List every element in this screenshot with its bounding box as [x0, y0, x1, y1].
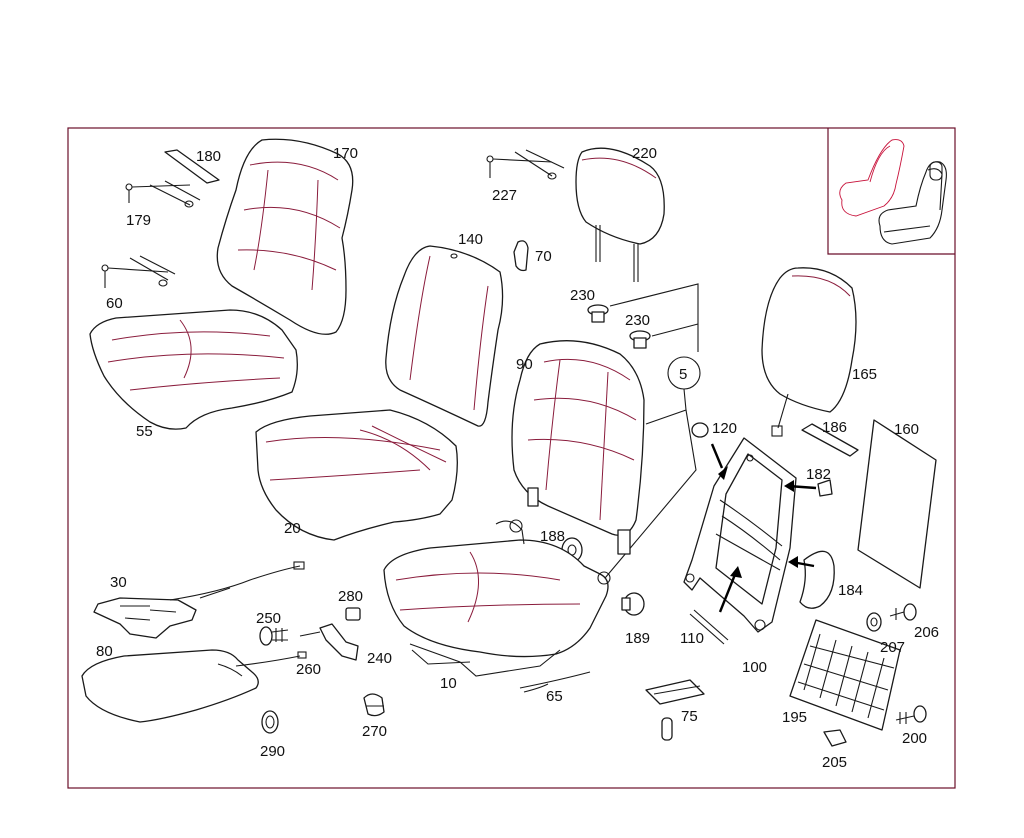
callout-182: 182 [806, 466, 831, 483]
callout-230-lower: 230 [625, 312, 650, 329]
seat-cushion-cover-55 [89, 309, 298, 430]
callout-60: 60 [106, 295, 123, 312]
cable-260 [235, 651, 307, 667]
screw-206 [889, 603, 917, 621]
callout-184: 184 [838, 582, 863, 599]
clamp-270 [363, 693, 385, 717]
clip-182 [817, 479, 833, 497]
cover-184 [799, 550, 835, 609]
callout-90: 90 [516, 356, 533, 373]
callout-180: 180 [196, 148, 221, 165]
inset-seat-thumbnail [827, 128, 955, 255]
callout-290: 290 [260, 743, 285, 760]
assembly-arrows [710, 443, 817, 613]
callout-220: 220 [632, 145, 657, 162]
callout-110: 110 [680, 630, 704, 647]
headrest-220 [575, 147, 665, 282]
back-panel-160 [857, 419, 937, 589]
screw-200 [895, 705, 927, 724]
pivot-bolt-189 [621, 592, 645, 616]
callout-10: 10 [440, 675, 457, 692]
backrest-assembly-90 [511, 340, 645, 555]
callout-5: 5 [679, 366, 687, 383]
callout-165: 165 [852, 366, 877, 383]
diagram-frame [67, 127, 956, 789]
callout-270: 270 [362, 723, 387, 740]
seat-heater-cable-30 [93, 561, 305, 639]
cable-65 [519, 671, 591, 693]
callout-80: 80 [96, 643, 113, 660]
seat-foam-20 [255, 409, 458, 541]
trim-strip-180 [164, 149, 220, 184]
callout-70: 70 [535, 248, 552, 265]
backrest-cover-170 [216, 138, 354, 335]
clip-rods-227 [486, 149, 565, 180]
bracket-240 [299, 623, 359, 661]
callout-188: 188 [540, 528, 565, 545]
cap-120 [691, 422, 709, 438]
seat-assembly-10 [383, 519, 611, 677]
callout-75: 75 [681, 708, 698, 725]
callout-227: 227 [492, 187, 517, 204]
callout-230-upper: 230 [570, 287, 595, 304]
callout-179: 179 [126, 212, 151, 229]
clip-205 [823, 729, 847, 747]
rod-110 [689, 609, 729, 645]
callout-120: 120 [712, 420, 737, 437]
grommet-290 [261, 710, 279, 734]
callout-250: 250 [256, 610, 281, 627]
callout-186: 186 [822, 419, 847, 436]
seat-board-80 [81, 649, 259, 723]
callout-170: 170 [333, 145, 358, 162]
clip-rods-179 [125, 180, 201, 208]
callout-labels: 180 179 60 170 55 140 20 227 220 70 230 … [96, 145, 939, 771]
headrest-165 [761, 267, 857, 437]
callout-20: 20 [284, 520, 301, 537]
callout-280: 280 [338, 588, 363, 605]
assembly-5-marker [599, 283, 701, 585]
backrest-frame-100 [683, 437, 797, 633]
callout-160: 160 [894, 421, 919, 438]
callout-30: 30 [110, 574, 127, 591]
trim-strip-75 [645, 679, 705, 741]
backrest-foam-140 [385, 245, 504, 427]
callout-195: 195 [782, 709, 807, 726]
callout-55: 55 [136, 423, 153, 440]
callout-140: 140 [458, 231, 483, 248]
callout-205: 205 [822, 754, 847, 771]
clip-280 [345, 607, 361, 621]
callout-189: 189 [625, 630, 650, 647]
callout-240: 240 [367, 650, 392, 667]
washer-207 [866, 612, 882, 632]
callout-100: 100 [742, 659, 767, 676]
clip-rods-60 [101, 255, 176, 288]
plug-230-lower [629, 330, 651, 349]
strip-186 [801, 423, 859, 457]
callout-206: 206 [914, 624, 939, 641]
callout-65: 65 [546, 688, 563, 705]
clip-70 [513, 240, 529, 272]
screw-250 [259, 626, 289, 646]
plug-230-upper [587, 304, 609, 323]
callout-260: 260 [296, 661, 321, 678]
net-pocket-195 [789, 619, 901, 731]
callout-207: 207 [880, 639, 905, 656]
callout-200: 200 [902, 730, 927, 747]
